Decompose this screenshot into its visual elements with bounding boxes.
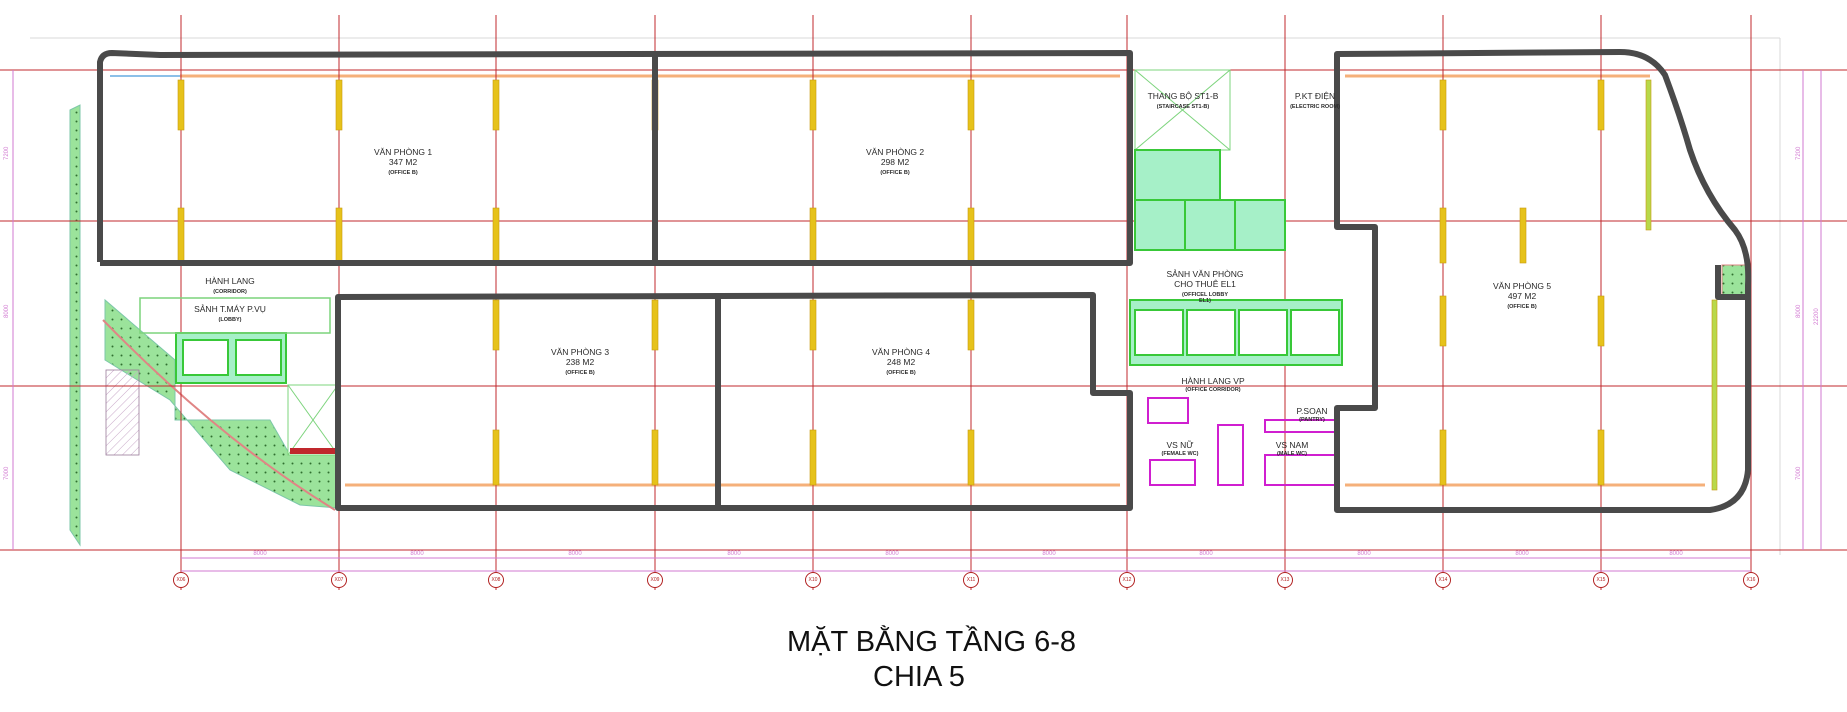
- grid-tag-x14: X14: [1435, 572, 1451, 588]
- dimension-text-left: 8000: [4, 304, 10, 318]
- landscape-area: [69, 104, 1749, 547]
- dimension-text-right: 7000: [1796, 466, 1802, 480]
- dimension-text: 8000: [1042, 551, 1056, 557]
- dimension-text-right: 8000: [1796, 304, 1802, 318]
- site-boundary: [30, 37, 1781, 555]
- dimension-text: 8000: [1199, 551, 1213, 557]
- grid-tag-x10: X10: [805, 572, 821, 588]
- room-label-staircase: THANG BỘ ST1-B (STAIRCASE ST1-B): [1147, 91, 1219, 110]
- core-area: [175, 69, 1343, 486]
- room-label-male-wc: VS NAM (MALE WC): [1275, 440, 1309, 457]
- curtain-walls: [180, 74, 1705, 487]
- dimension-text: 8000: [253, 551, 267, 557]
- corridor-walls: [139, 297, 331, 334]
- drawing-title: MẶT BẰNG TẦNG 6-8: [787, 626, 1076, 658]
- dimension-text: 8000: [410, 551, 424, 557]
- dimension-text: 8000: [885, 551, 899, 557]
- room-label-electric-room: P.KT ĐIỆN (ELECTRIC ROOM): [1290, 91, 1340, 110]
- grid-tag-x13: X13: [1277, 572, 1293, 588]
- room-label-female-wc: VS NỮ (FEMALE WC): [1161, 440, 1199, 457]
- dimension-text: 8000: [727, 551, 741, 557]
- dimension-text-right-total: 22200: [1814, 308, 1820, 325]
- grid-tag-x09: X09: [647, 572, 663, 588]
- room-label-service-lift-lobby: SẢNH T.MÁY P.VỤ (LOBBY): [194, 304, 266, 323]
- drawing-subtitle: CHIA 5: [873, 661, 965, 693]
- room-label-office-1: VĂN PHÒNG 1 347 M2 (OFFICE B): [373, 147, 433, 176]
- room-label-office-2: VĂN PHÒNG 2 298 M2 (OFFICE B): [865, 147, 925, 176]
- grid-tag-x11: X11: [963, 572, 979, 588]
- grid-tag-x07: X07: [331, 572, 347, 588]
- dimension-text-right: 7200: [1796, 146, 1802, 160]
- structural-grid: [0, 15, 1847, 590]
- service-lifts: [175, 332, 287, 384]
- room-label-corridor: HÀNH LANG (CORRIDOR): [205, 276, 255, 295]
- grid-tag-x15: X15: [1593, 572, 1609, 588]
- room-label-office-5: VĂN PHÒNG 5 497 M2 (OFFICE B): [1492, 281, 1552, 310]
- dimension-text-left: 7000: [4, 466, 10, 480]
- dimension-text: 8000: [568, 551, 582, 557]
- dimension-lines: [12, 70, 1822, 572]
- room-label-office-lobby: SẢNH VĂN PHÒNG CHO THUÊ EL1 (OFFICEL LOB…: [1166, 269, 1244, 304]
- grid-tag-x06: X06: [173, 572, 189, 588]
- dimension-text: 8000: [1515, 551, 1529, 557]
- walls: [97, 49, 1752, 513]
- grid-tag-x08: X08: [488, 572, 504, 588]
- room-label-office-4: VĂN PHÒNG 4 248 M2 (OFFICE B): [871, 347, 931, 376]
- dimension-text: 8000: [1357, 551, 1371, 557]
- lift-bank-lower: [1129, 299, 1343, 366]
- room-label-office-3: VĂN PHÒNG 3 238 M2 (OFFICE B): [550, 347, 610, 376]
- grid-tag-x12: X12: [1119, 572, 1135, 588]
- dimension-text-left: 7200: [4, 146, 10, 160]
- service-stair: [287, 384, 339, 456]
- room-label-office-corridor: HÀNH LANG VP (OFFICE CORRIDOR): [1181, 376, 1245, 393]
- grid-tag-x16: X16: [1743, 572, 1759, 588]
- lift-bank-upper: [1134, 149, 1286, 251]
- room-label-pantry: P.SOẠN (PANTRY): [1296, 406, 1328, 423]
- dimension-text: 8000: [1669, 551, 1683, 557]
- columns: [177, 79, 1718, 491]
